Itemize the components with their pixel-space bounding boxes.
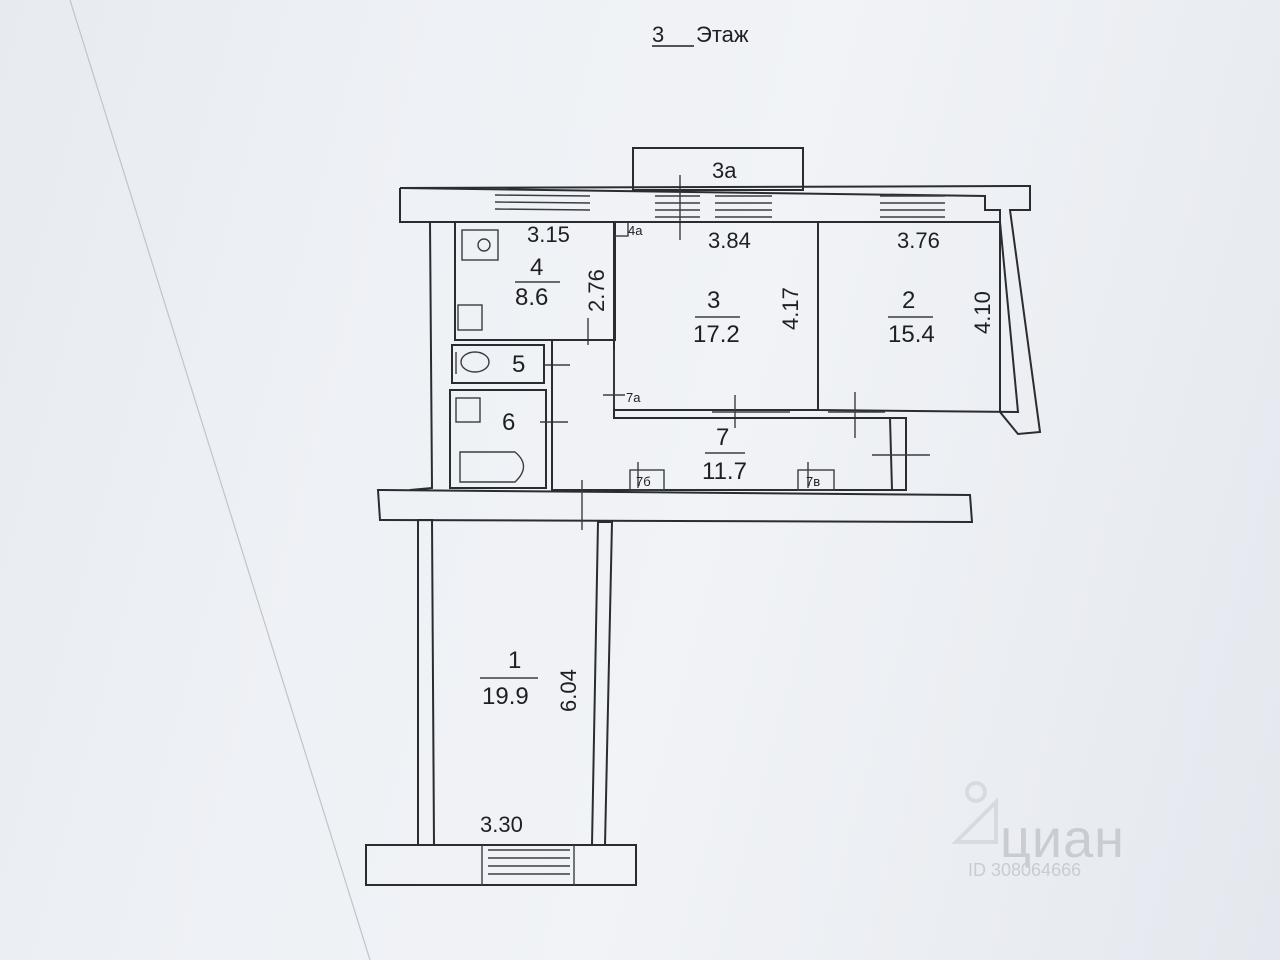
window-room2	[880, 195, 945, 218]
room-3: 3.84 3 17.2 4.17	[613, 221, 819, 428]
room-3-width: 3.84	[708, 228, 751, 253]
room-2: 3.76 2 15.4 4.10	[817, 221, 1020, 438]
room-7: 7а 7б 7в 7 11.7	[551, 339, 930, 530]
room-7-area: 11.7	[702, 458, 747, 485]
room-2-length: 4.10	[970, 291, 995, 334]
window-room3-left	[655, 195, 700, 218]
room-2-id: 2	[902, 287, 915, 314]
paper-edge-line	[69, 0, 371, 960]
room-5: 5	[451, 344, 570, 384]
room-7-id: 7	[716, 424, 729, 451]
room-1: 1 19.9 6.04 3.30	[365, 519, 637, 886]
balcony-3a: 3а	[632, 147, 804, 240]
window-room4	[494, 194, 591, 211]
room-4-length: 2.76	[584, 269, 609, 312]
room-1-length: 6.04	[556, 669, 581, 712]
room-1-area: 19.9	[482, 683, 529, 710]
floor-word: Этаж	[696, 22, 749, 47]
room-3-id: 3	[707, 287, 720, 314]
room-2-width: 3.76	[897, 228, 940, 253]
room-1-width: 3.30	[480, 812, 523, 837]
room-2-area: 15.4	[888, 321, 935, 348]
room-4-area: 8.6	[515, 284, 548, 311]
tag-7b: 7б	[636, 474, 651, 489]
room-3-area: 17.2	[693, 321, 740, 348]
room-1-id: 1	[508, 647, 521, 674]
room-4-width: 3.15	[527, 222, 570, 247]
room-4: 3.15 4 8.6 2.76 4а	[454, 221, 643, 345]
floor-number: 3	[652, 22, 664, 47]
room-4-id: 4	[530, 254, 543, 281]
cian-logo-icon	[951, 781, 998, 844]
room-5-id: 5	[512, 351, 525, 378]
balcony-label: 3а	[712, 158, 737, 183]
room-6-id: 6	[502, 409, 515, 436]
tag-7a: 7а	[626, 390, 641, 405]
room-6: 6	[449, 389, 568, 489]
window-room3-right	[715, 195, 772, 218]
watermark-text: циан	[1000, 809, 1125, 869]
watermark-id: ID 308064666	[968, 860, 1082, 880]
room-3-length: 4.17	[778, 287, 803, 330]
tag-4a: 4а	[628, 223, 643, 238]
tag-7v: 7в	[806, 474, 820, 489]
